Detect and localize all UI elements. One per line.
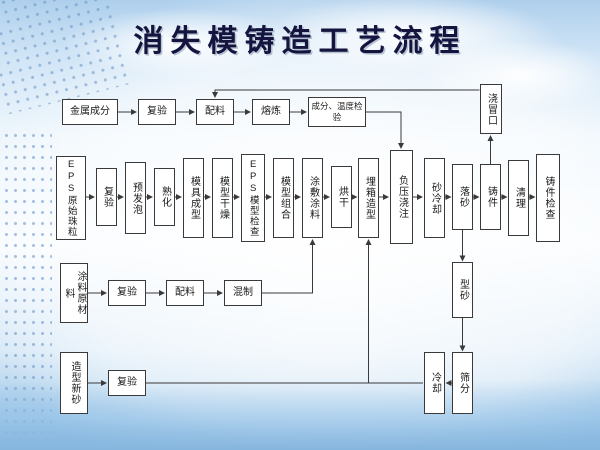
node-metal-composition: 金属成分: [62, 99, 118, 125]
bottom-gradient-band: [0, 380, 600, 450]
node-eps-model-check: EPS模型检查: [241, 154, 265, 242]
node-cooling: 冷却: [424, 352, 445, 414]
node-composition-temperature-check: 成分、温度检验: [308, 97, 366, 127]
node-sieving: 筛分: [452, 352, 473, 414]
node-model-assembly: 模型组合: [273, 158, 294, 238]
node-new-molding-sand: 造型新砂: [60, 352, 88, 414]
node-recheck-coating: 复验: [108, 280, 146, 306]
node-casting: 铸件: [480, 164, 501, 230]
node-prefoaming: 预发泡: [125, 162, 146, 234]
node-sand-cooling: 砂冷却: [424, 158, 445, 238]
node-model-drying: 模型干燥: [212, 158, 233, 238]
node-batching-metal: 配料: [196, 99, 234, 125]
node-mold-forming: 模具成型: [183, 158, 204, 238]
node-coating-raw-material: 涂料原材料: [60, 263, 88, 323]
node-casting-inspection: 铸件检查: [536, 154, 560, 242]
node-recheck-metal: 复验: [138, 99, 176, 125]
node-molding-sand: 型砂: [452, 262, 473, 318]
node-drying-oven: 烘干: [331, 166, 352, 228]
node-melting: 熔炼: [252, 99, 290, 125]
node-recheck-sand: 复验: [108, 370, 146, 396]
node-eps-raw-beads: EPS原始珠粒: [56, 156, 86, 240]
node-mixing: 混制: [224, 280, 262, 306]
node-coating-application: 涂敷涂料: [302, 158, 323, 238]
cloud: [420, 40, 600, 110]
node-riser-gate: 浇冒口: [479, 84, 502, 134]
node-shakeout: 落砂: [452, 164, 473, 230]
node-cleaning: 清理: [508, 160, 529, 236]
node-batching-coating: 配料: [166, 280, 204, 306]
node-recheck-eps: 复验: [96, 168, 117, 226]
node-vacuum-pouring: 负压浇注: [390, 150, 413, 244]
node-flask-molding: 埋箱造型: [358, 158, 379, 238]
slide-title: 消失模铸造工艺流程: [133, 25, 467, 58]
node-aging: 熟化: [154, 168, 175, 226]
